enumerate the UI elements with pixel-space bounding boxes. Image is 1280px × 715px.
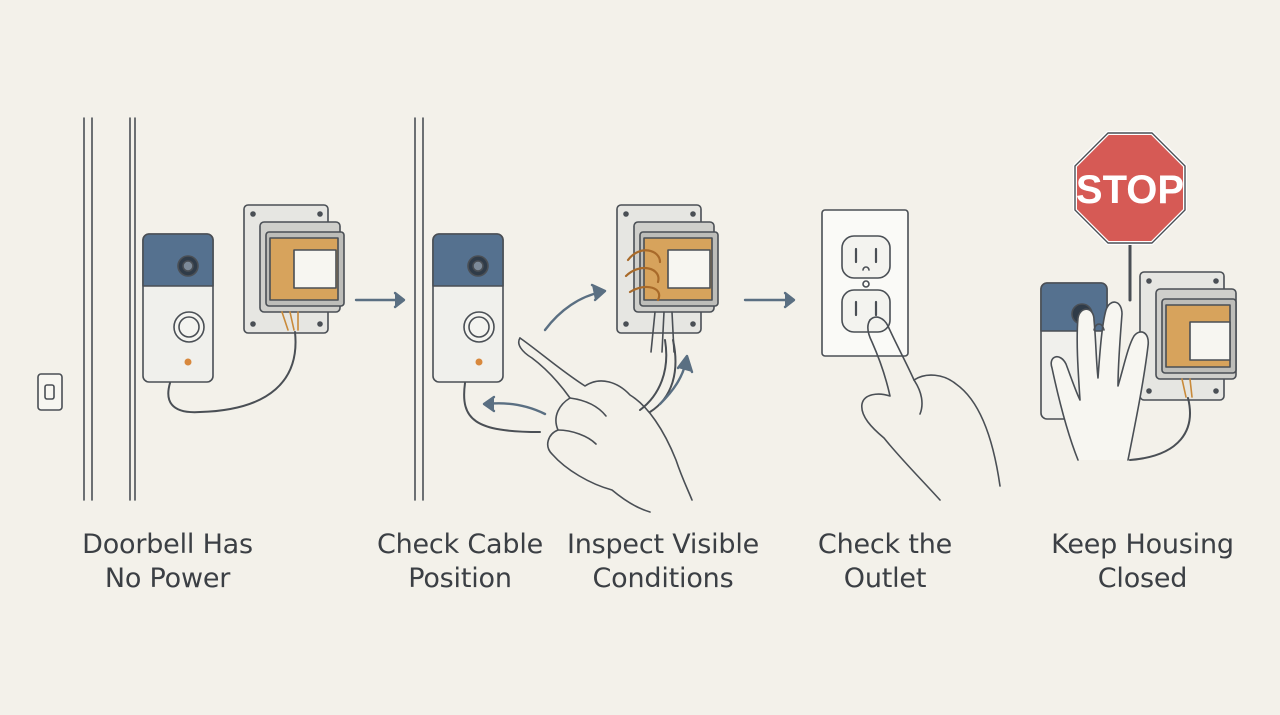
arrow-curve-icon [543, 283, 607, 332]
power-cable [167, 331, 297, 414]
panel-check-outlet [821, 209, 1001, 501]
arrow-up-icon [658, 354, 694, 406]
step-label-check-outlet: Check the Outlet [795, 528, 975, 596]
light-switch-icon [37, 373, 63, 411]
step-label-line: Position [408, 563, 512, 594]
hand-pointing-icon [861, 316, 1001, 501]
arrow-right-icon [743, 291, 796, 309]
panel-keep-closed: STOP [1040, 131, 1237, 461]
step-label-line: No Power [104, 563, 231, 594]
step-label-inspect: Inspect Visible Conditions [558, 528, 768, 596]
step-label-keep-closed: Keep Housing Closed [1035, 528, 1250, 596]
transformer-icon [243, 204, 345, 334]
power-cable [1129, 397, 1191, 461]
arrow-right-icon [354, 291, 406, 309]
arrow-left-icon [482, 395, 547, 416]
step-label-line: Closed [1097, 563, 1188, 594]
doorbell-icon [142, 233, 214, 383]
step-label-line: Check Cable [376, 529, 544, 560]
stop-sign-icon: STOP [1073, 131, 1187, 245]
step-label-line: Check the [817, 529, 953, 560]
transformer-icon [1139, 271, 1237, 401]
hand-pointing-icon [517, 337, 693, 513]
transformer-cable [639, 339, 677, 413]
hand-blocking-icon [1050, 301, 1150, 461]
doorbell-cable [463, 382, 541, 433]
stop-sign-text: STOP [1076, 168, 1184, 212]
wall-edge [83, 117, 136, 501]
doorbell-icon [432, 233, 504, 383]
step-label-line: Inspect Visible [566, 529, 760, 560]
wall-edge [414, 117, 424, 501]
outlet-icon [821, 209, 909, 357]
step-label-line: Conditions [592, 563, 734, 594]
step-label-line: Keep Housing [1051, 529, 1234, 560]
step-label-check-cable: Check Cable Position [365, 528, 555, 596]
step-label-no-power: Doorbell Has No Power [60, 528, 275, 596]
panel-no-power [37, 117, 406, 501]
transformer-open-icon [616, 204, 719, 353]
step-label-line: Outlet [843, 563, 927, 594]
step-label-line: Doorbell Has [82, 529, 253, 560]
panel-check-cable [414, 117, 796, 513]
